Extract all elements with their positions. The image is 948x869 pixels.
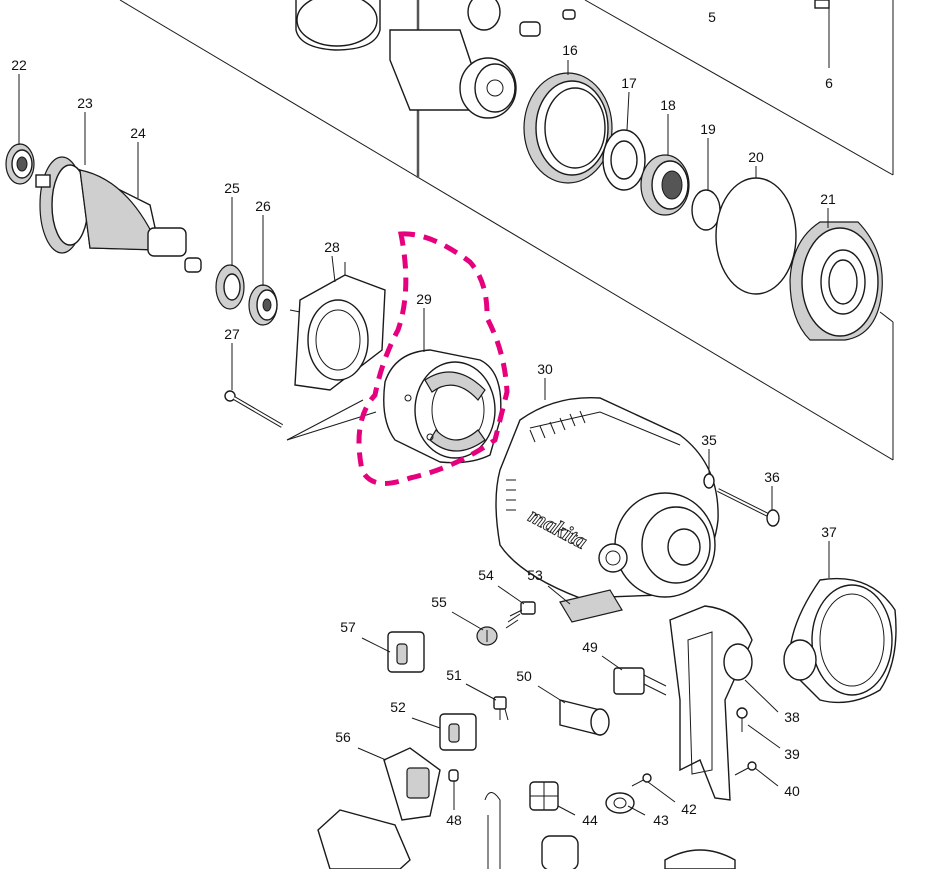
- part-label-55: 55: [431, 594, 447, 610]
- part-49-noise-suppressor: [613, 667, 667, 696]
- part-label-20: 20: [748, 149, 764, 165]
- leader-line-39: [747, 724, 781, 749]
- vent-slots: [506, 410, 586, 511]
- part-callouts: 5616171819202122232425262728293035363738…: [11, 9, 837, 828]
- part-label-25: 25: [224, 180, 240, 196]
- part-29-field: [383, 349, 502, 464]
- part-label-18: 18: [660, 97, 676, 113]
- part-17-washer: [602, 129, 646, 191]
- part-16-ring-gear: [523, 72, 613, 184]
- part-21-front-cover: [789, 221, 883, 341]
- part-36-screw: [717, 488, 780, 527]
- part-label-23: 23: [77, 95, 93, 111]
- leader-line-40: [754, 767, 779, 787]
- part-label-22: 22: [11, 57, 27, 73]
- part-label-51: 51: [446, 667, 462, 683]
- part-label-21: 21: [820, 191, 836, 207]
- part-label-26: 26: [255, 198, 271, 214]
- part-18-bearing: [640, 154, 690, 216]
- part-label-44: 44: [582, 812, 598, 828]
- leader-line-54: [497, 585, 525, 605]
- part-label-36: 36: [764, 469, 780, 485]
- part-20-large-o-ring: [715, 177, 797, 295]
- part-55-brush-cap: [476, 626, 498, 646]
- part-label-17: 17: [621, 75, 637, 91]
- leader-line-38: [744, 679, 779, 713]
- part-label-49: 49: [582, 639, 598, 655]
- part-label-5: 5: [708, 9, 716, 25]
- part-19-o-ring: [691, 189, 721, 231]
- leader-line-56: [357, 747, 387, 761]
- part-label-16: 16: [562, 42, 578, 58]
- part-label-35: 35: [701, 432, 717, 448]
- part-38-handle: [669, 605, 753, 801]
- part-25-washer: [215, 264, 245, 310]
- bottom-partial-parts: [317, 792, 736, 869]
- leader-line-57: [361, 637, 391, 653]
- leader-line-50: [537, 685, 566, 704]
- part-23-fan: [39, 156, 89, 254]
- part-label-6: 6: [825, 75, 833, 91]
- part-label-37: 37: [821, 524, 837, 540]
- part-label-39: 39: [784, 746, 800, 762]
- part-40-screw: [734, 761, 757, 776]
- leader-line-53: [547, 585, 571, 605]
- leader-line-43: [627, 805, 646, 816]
- part-label-30: 30: [537, 361, 553, 377]
- part-37-rear-cover: [783, 577, 897, 704]
- leader-line-44: [557, 805, 576, 816]
- part-label-53: 53: [527, 567, 543, 583]
- part-label-52: 52: [390, 699, 406, 715]
- part-42-screw: [631, 773, 652, 787]
- part-label-19: 19: [700, 121, 716, 137]
- part-48-spacer: [448, 769, 459, 782]
- leader-line-17: [626, 91, 630, 131]
- part-label-28: 28: [324, 239, 340, 255]
- leader-line-55: [451, 611, 484, 631]
- part-26-bearing: [248, 284, 278, 326]
- part-29-highlight-outline: [356, 231, 510, 486]
- part-53-label: [559, 589, 623, 623]
- part-label-43: 43: [653, 812, 669, 828]
- part-51-capacitor: [493, 696, 509, 721]
- part-39-screw: [736, 707, 748, 732]
- part-label-42: 42: [681, 801, 697, 817]
- leader-line-49: [601, 655, 623, 671]
- part-57-brush-holder: [387, 631, 425, 673]
- part-label-48: 48: [446, 812, 462, 828]
- part-54-carbon-brush: [505, 601, 536, 629]
- part-43-cord-clamp: [605, 792, 635, 814]
- part-56-switch: [383, 747, 441, 821]
- part-label-54: 54: [478, 567, 494, 583]
- top-gear-parts: [295, 0, 830, 119]
- part-label-57: 57: [340, 619, 356, 635]
- part-label-24: 24: [130, 125, 146, 141]
- part-label-27: 27: [224, 326, 240, 342]
- part-35-washer: [703, 473, 715, 489]
- leader-line-52: [411, 717, 441, 729]
- part-label-29: 29: [416, 291, 432, 307]
- part-label-56: 56: [335, 729, 351, 745]
- leader-line-42: [647, 781, 676, 803]
- part-label-50: 50: [516, 668, 532, 684]
- part-52-brush-holder-cap: [439, 713, 477, 751]
- part-28-baffle-plate: [289, 262, 386, 391]
- part-label-38: 38: [784, 709, 800, 725]
- part-44-terminal-block: [529, 781, 559, 811]
- part-22-bearing: [5, 143, 35, 185]
- part-label-40: 40: [784, 783, 800, 799]
- part-50-insulation-tube: [559, 699, 610, 736]
- leader-line-51: [465, 683, 497, 701]
- part-30-motor-housing: makita: [495, 396, 719, 599]
- leader-line-28: [331, 255, 336, 283]
- part-24-armature: [35, 168, 202, 273]
- part-27-screw: [224, 390, 284, 428]
